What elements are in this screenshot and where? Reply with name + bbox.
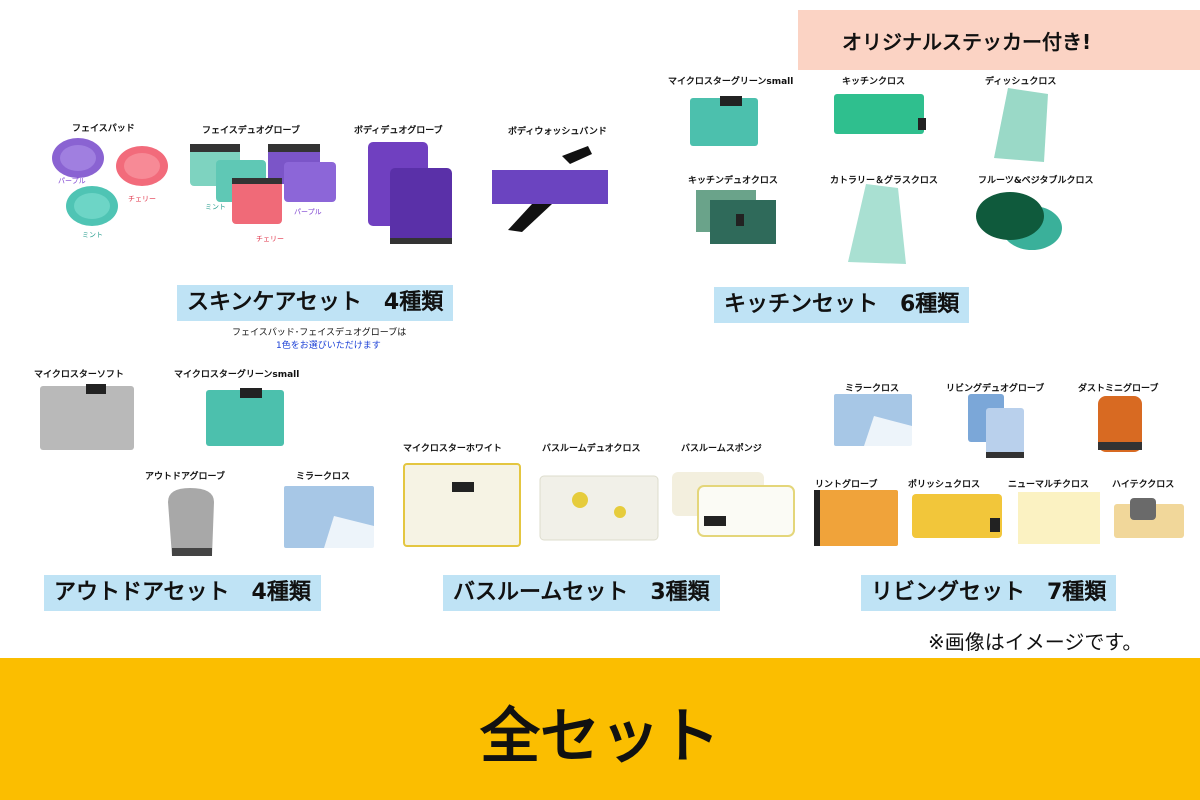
skincare-set-banner: スキンケアセット 4種類 [177, 285, 454, 321]
label-microstar-soft: マイクロスターソフト [34, 370, 124, 380]
outdoor-glove-image [168, 488, 214, 556]
label-new-multi-cloth: ニューマルチクロス [1008, 480, 1090, 490]
label-cutlery-glass-cloth: カトラリー＆グラスクロス [830, 176, 938, 186]
dish-cloth-image [994, 88, 1048, 162]
sticker-text: オリジナルステッカー付き! [842, 30, 1092, 54]
face-duo-glove-image [190, 144, 336, 224]
label-outdoor-glove: アウトドアグローブ [145, 472, 226, 482]
sticker-badge: オリジナルステッカー付き! [798, 10, 1200, 70]
cutlery-glass-cloth-image [848, 184, 906, 264]
label-mirror-cloth: ミラークロス [296, 472, 351, 482]
disclaimer: ※画像はイメージです。 [928, 630, 1143, 654]
face-pad-image [52, 138, 168, 226]
label-body-wash-band: ボディウォッシュバンド [508, 127, 607, 137]
hitech-cloth-image [1114, 498, 1184, 538]
label-fruit-veg-cloth: フルーツ&ベジタブルクロス [978, 176, 1094, 186]
living-duo-glove-image [968, 394, 1024, 458]
label-microstar-green-small-2: マイクロスターグリーンsmall [174, 370, 300, 380]
kitchen-set-banner: キッチンセット 6種類 [714, 287, 970, 323]
label-microstar-green-small: マイクロスターグリーンsmall [668, 77, 794, 87]
color-cherry: チェリー [128, 195, 156, 203]
label-polish-cloth: ポリッシュクロス [908, 480, 981, 490]
mirror-cloth-image-2 [834, 394, 912, 446]
color-mint-2: ミント [205, 203, 226, 211]
label-mirror-cloth-2: ミラークロス [845, 384, 900, 394]
label-microstar-white: マイクロスターホワイト [403, 444, 502, 454]
label-dish-cloth: ディッシュクロス [985, 77, 1057, 87]
label-face-pad: フェイスパッド [72, 124, 135, 134]
fruit-veg-cloth-image [976, 192, 1062, 250]
microstar-soft-image [40, 384, 134, 450]
color-purple: パープル [58, 177, 86, 185]
label-dust-mini-glove: ダストミニグローブ [1078, 384, 1159, 394]
polish-cloth-image [912, 494, 1002, 538]
label-hitech-cloth: ハイテククロス [1112, 480, 1175, 490]
bathroom-duo-cloth-image [539, 475, 659, 541]
lint-glove-image [814, 490, 898, 546]
microstar-white-image [403, 463, 521, 547]
microstar-green-small-image [690, 96, 758, 146]
label-bathroom-sponge: バスルームスポンジ [681, 444, 762, 454]
skincare-note-line2: 1色をお選びいただけます [276, 341, 381, 351]
skincare-note-line1: フェイスパッド･フェイスデュオグローブは [232, 328, 407, 338]
mirror-cloth-image [284, 486, 374, 548]
bathroom-set-banner: バスルームセット 3種類 [443, 575, 720, 611]
label-kitchen-duo-cloth: キッチンデュオクロス [688, 176, 778, 186]
footer-bar: 全セット [0, 658, 1200, 800]
label-body-duo-glove: ボディデュオグローブ [354, 126, 443, 136]
outdoor-set-banner: アウトドアセット 4種類 [44, 575, 321, 611]
label-kitchen-cloth: キッチンクロス [842, 77, 906, 87]
kitchen-cloth-image [834, 94, 926, 134]
footer-title: 全セット [480, 702, 720, 772]
color-cherry-2: チェリー [256, 235, 284, 243]
new-multi-cloth-image [1018, 492, 1100, 544]
color-mint: ミント [82, 231, 103, 239]
bathroom-sponge-image [672, 472, 795, 537]
label-bathroom-duo-cloth: バスルームデュオクロス [542, 444, 641, 454]
living-set-banner: リビングセット 7種類 [861, 575, 1117, 611]
body-wash-band-image [492, 146, 608, 232]
label-lint-glove: リントグローブ [815, 480, 878, 490]
color-purple-2: パープル [294, 208, 322, 216]
body-duo-glove-image [368, 142, 452, 244]
dust-mini-glove-image [1098, 396, 1142, 452]
microstar-green-small-image-2 [206, 388, 284, 446]
label-face-duo-glove: フェイスデュオグローブ [202, 126, 301, 136]
kitchen-duo-cloth-image [696, 190, 776, 244]
label-living-duo-glove: リビングデュオグローブ [946, 384, 1045, 394]
